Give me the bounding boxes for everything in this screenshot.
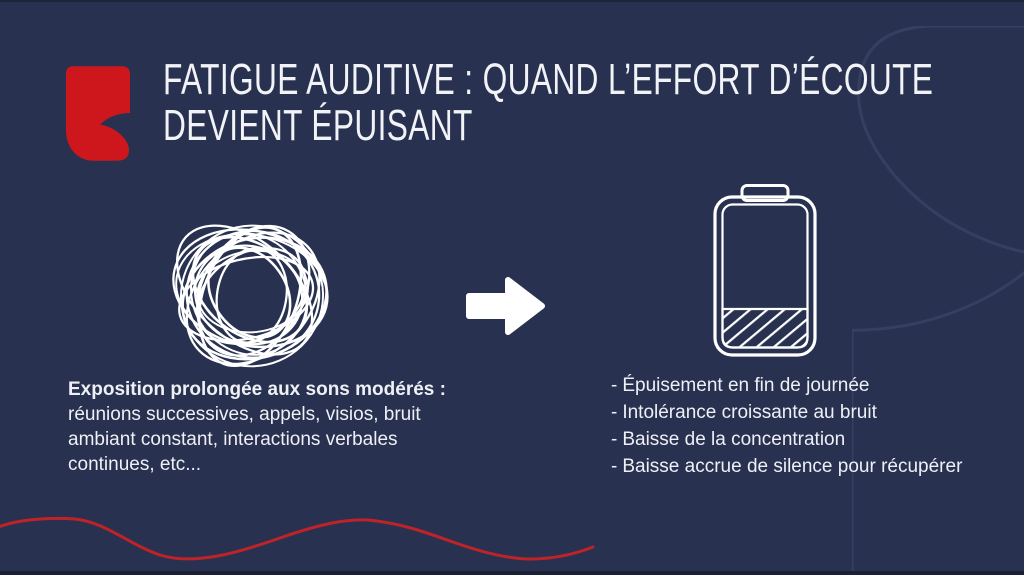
- quote-mark-logo-icon: [66, 66, 130, 161]
- list-item: - Intolérance croissante au bruit: [611, 399, 1011, 426]
- left-column-heading: Exposition prolongée aux sons modérés :: [68, 379, 446, 400]
- list-item: - Baisse de la concentration: [611, 426, 1011, 453]
- slide-title-line1: FATIGUE AUDITIVE : QUAND L’EFFORT D’ÉCOU…: [163, 55, 934, 104]
- left-column-text: Exposition prolongée aux sons modérés : …: [68, 377, 482, 477]
- dash-bullet: -: [611, 402, 618, 423]
- left-column-body: réunions successives, appels, visios, br…: [68, 404, 421, 475]
- slide-title: FATIGUE AUDITIVE : QUAND L’EFFORT D’ÉCOU…: [163, 57, 1024, 149]
- dash-bullet: -: [611, 375, 618, 396]
- list-item: - Baisse accrue de silence pour récupére…: [611, 453, 1011, 480]
- list-item-text: Baisse accrue de silence pour récupérer: [622, 456, 963, 477]
- low-battery-icon: [713, 184, 817, 357]
- right-column-list: - Épuisement en fin de journée - Intolér…: [611, 372, 1011, 480]
- quote-mark-watermark-icon: [852, 26, 1024, 575]
- list-item-text: Épuisement en fin de journée: [622, 375, 870, 396]
- dash-bullet: -: [611, 456, 618, 477]
- list-item-text: Intolérance croissante au bruit: [622, 402, 877, 423]
- top-edge-divider: [0, 0, 1024, 2]
- list-item-text: Baisse de la concentration: [622, 429, 846, 450]
- dash-bullet: -: [611, 429, 618, 450]
- red-wave-line-icon: [0, 516, 595, 561]
- tangled-scribble-icon: [172, 224, 329, 368]
- right-block-arrow-icon: [466, 277, 545, 335]
- slide-title-line2: DEVIENT ÉPUISANT: [163, 101, 473, 150]
- bottom-edge-divider: [0, 571, 1024, 575]
- list-item: - Épuisement en fin de journée: [611, 372, 1011, 399]
